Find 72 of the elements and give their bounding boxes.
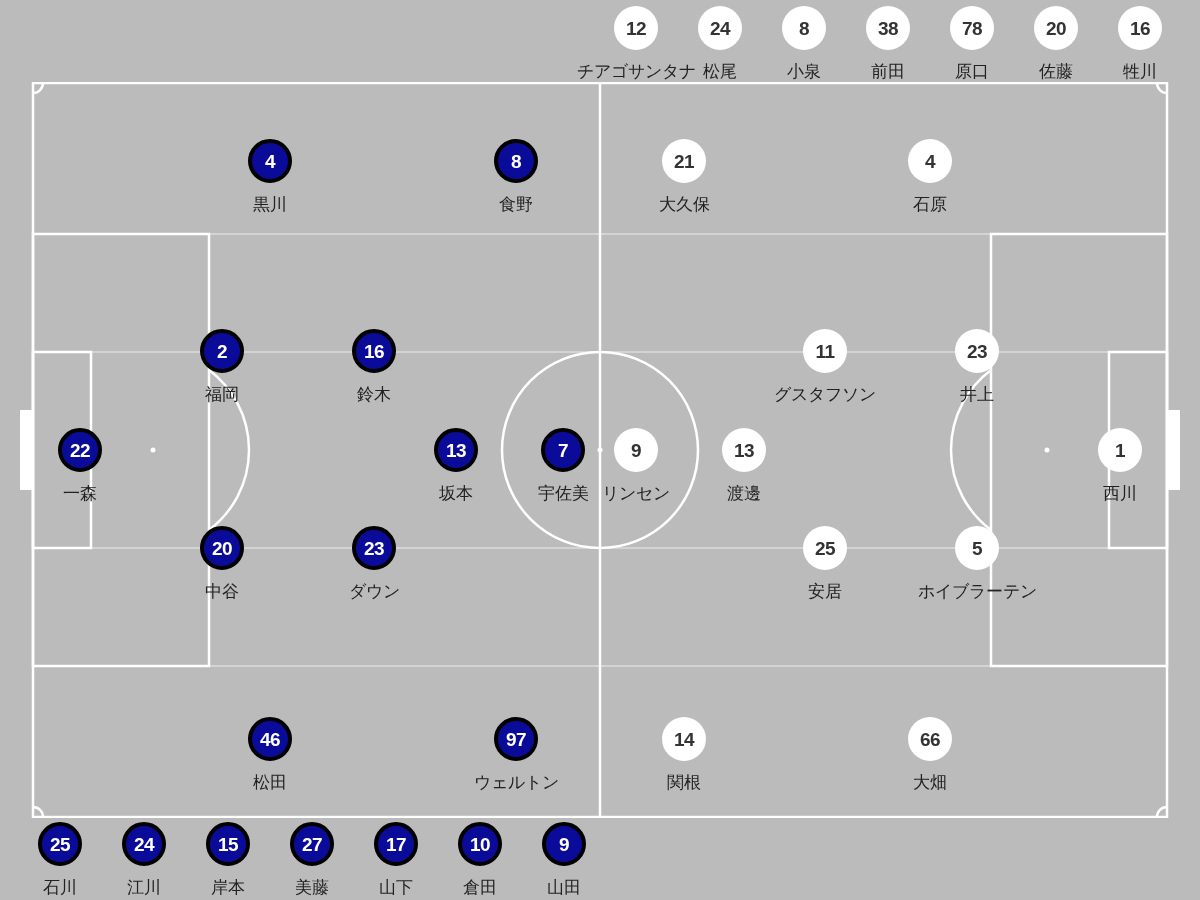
player-name: 鈴木 xyxy=(357,385,391,405)
player-name: 小泉 xyxy=(787,62,821,82)
player-name: 一森 xyxy=(63,484,97,504)
player-number-marker: 17 xyxy=(374,822,418,866)
player-name: 倉田 xyxy=(463,878,497,898)
player-name: チアゴサンタナ xyxy=(576,62,696,82)
player-name: 大久保 xyxy=(658,195,710,215)
player-name: 渡邊 xyxy=(727,484,761,504)
player-name: 井上 xyxy=(960,385,994,405)
player-number-marker: 7 xyxy=(541,428,585,472)
player-name: 西川 xyxy=(1103,484,1137,504)
player-name: 江川 xyxy=(127,878,161,898)
player-number-marker: 38 xyxy=(866,6,910,50)
player-name: 佐藤 xyxy=(1039,62,1073,82)
player-name: 前田 xyxy=(871,62,905,82)
player-number-marker: 8 xyxy=(782,6,826,50)
player-number-marker: 9 xyxy=(614,428,658,472)
player-number-marker: 11 xyxy=(803,329,847,373)
player-name: 宇佐美 xyxy=(537,484,589,504)
player-number-marker: 22 xyxy=(58,428,102,472)
player-number-marker: 25 xyxy=(38,822,82,866)
player-number-marker: 20 xyxy=(1034,6,1078,50)
player-name: 原口 xyxy=(955,62,989,82)
player-name: ウェルトン xyxy=(473,773,559,793)
player-name: 石川 xyxy=(43,878,77,898)
player-number-marker: 23 xyxy=(955,329,999,373)
player-name: ダウン xyxy=(348,582,400,602)
player-number-marker: 78 xyxy=(950,6,994,50)
player-number-marker: 13 xyxy=(722,428,766,472)
player-name: 坂本 xyxy=(439,484,473,504)
player-number-marker: 21 xyxy=(662,139,706,183)
player-name: ホイブラーテン xyxy=(917,582,1037,602)
player-name: 福岡 xyxy=(205,385,239,405)
player-name: 食野 xyxy=(499,195,533,215)
player-name: 岸本 xyxy=(211,878,245,898)
player-name: 山下 xyxy=(379,878,413,898)
player-number-marker: 46 xyxy=(248,717,292,761)
player-number-marker: 24 xyxy=(698,6,742,50)
player-name: 大畑 xyxy=(913,773,947,793)
player-number-marker: 20 xyxy=(200,526,244,570)
player-number-marker: 16 xyxy=(1118,6,1162,50)
player-number-marker: 13 xyxy=(434,428,478,472)
player-number-marker: 4 xyxy=(248,139,292,183)
player-number-marker: 9 xyxy=(542,822,586,866)
player-number-marker: 97 xyxy=(494,717,538,761)
player-name: 美藤 xyxy=(295,878,329,898)
player-number-marker: 14 xyxy=(662,717,706,761)
player-name: 中谷 xyxy=(205,582,239,602)
player-number-marker: 66 xyxy=(908,717,952,761)
player-name: 松田 xyxy=(253,773,287,793)
player-name: 安居 xyxy=(808,582,842,602)
player-name: 関根 xyxy=(667,773,701,793)
player-name: 黒川 xyxy=(253,195,287,215)
player-number-marker: 1 xyxy=(1098,428,1142,472)
player-name: 牲川 xyxy=(1123,62,1157,82)
player-number-marker: 27 xyxy=(290,822,334,866)
player-number-marker: 2 xyxy=(200,329,244,373)
player-number-marker: 24 xyxy=(122,822,166,866)
player-number-marker: 23 xyxy=(352,526,396,570)
player-name: グスタフソン xyxy=(774,385,876,405)
player-number-marker: 5 xyxy=(955,526,999,570)
player-name: 松尾 xyxy=(703,62,737,82)
player-name: リンセン xyxy=(602,484,670,504)
player-number-marker: 16 xyxy=(352,329,396,373)
player-number-marker: 10 xyxy=(458,822,502,866)
player-name: 山田 xyxy=(547,878,581,898)
player-number-marker: 8 xyxy=(494,139,538,183)
player-number-marker: 15 xyxy=(206,822,250,866)
player-number-marker: 12 xyxy=(614,6,658,50)
player-number-marker: 4 xyxy=(908,139,952,183)
player-number-marker: 25 xyxy=(803,526,847,570)
player-name: 石原 xyxy=(913,195,947,215)
